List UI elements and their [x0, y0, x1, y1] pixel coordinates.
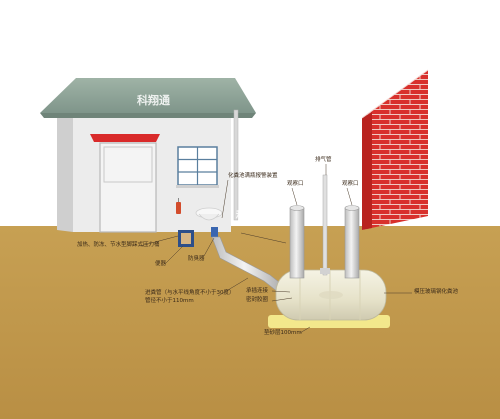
- label-inlet-pipe: 进粪管（与水平线角度不小于30度）: [145, 290, 235, 296]
- label-pipe-diameter: 管径不小于110mm: [145, 298, 194, 304]
- bucket-pit: [178, 230, 194, 247]
- inspection-pipe-left: [289, 205, 305, 279]
- roof-vent-pipe: [233, 109, 239, 221]
- anti-odor-trap: [211, 227, 218, 237]
- house: [40, 78, 256, 233]
- soil-ground: [0, 226, 500, 419]
- label-pressure-bucket: 加热、防冻、节水型脚踩式压力桶: [77, 242, 160, 248]
- toilet: [195, 207, 223, 221]
- label-exhaust: 排气管: [315, 157, 332, 163]
- brick-wall: [361, 69, 429, 230]
- label-toilet: 便器: [155, 261, 167, 267]
- label-alarm: 化粪池满瓶报警装置: [228, 173, 278, 179]
- inspection-pipe-right: [344, 205, 360, 279]
- septic-tank: [275, 269, 387, 321]
- label-inspection-left: 观察口: [287, 181, 304, 187]
- label-tank: 模压玻璃钢化粪池: [414, 289, 459, 295]
- pressure-bucket: [176, 198, 181, 214]
- label-sealing: 密封胶圈: [246, 297, 269, 303]
- exhaust-pipe: [320, 174, 330, 276]
- watermark-logo: 科翔通: [137, 93, 170, 107]
- watermark-logo: 科翔通: [236, 208, 269, 222]
- window: [176, 146, 219, 188]
- label-sand-bed: 垫砂层100mm: [264, 330, 302, 336]
- label-anti-odor: 防臭器: [188, 256, 205, 262]
- label-connector: 承插连接: [246, 288, 269, 294]
- door: [99, 142, 157, 233]
- label-inspection-right: 观察口: [342, 181, 359, 187]
- door-awning: [90, 134, 160, 142]
- leader-lines: [139, 164, 412, 334]
